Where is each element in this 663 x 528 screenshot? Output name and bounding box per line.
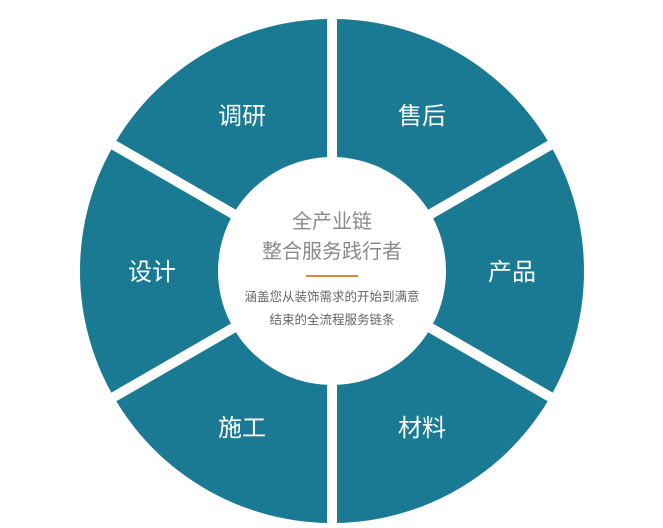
center-title-line2: 整合服务践行者 <box>262 239 402 263</box>
segment-4 <box>79 149 244 393</box>
segment-label: 调研 <box>218 102 266 130</box>
segment-label: 材料 <box>398 414 446 442</box>
segment-label: 产品 <box>488 258 536 286</box>
segment-label: 设计 <box>128 258 176 286</box>
segment-0 <box>336 19 548 217</box>
center-title-line1: 全产业链 <box>292 209 372 233</box>
center-desc-line2: 结束的全流程服务链条 <box>269 312 395 327</box>
orange-divider <box>306 275 358 277</box>
segment-1 <box>420 149 584 393</box>
segment-5 <box>116 19 328 217</box>
segment-2 <box>336 325 548 523</box>
center-desc-line1: 涵盖您从装饰需求的开始到满意 <box>244 289 420 304</box>
segment-label: 售后 <box>398 102 446 130</box>
segment-3 <box>116 325 328 523</box>
segment-label: 施工 <box>218 414 266 442</box>
center-panel: 全产业链 整合服务践行者 涵盖您从装饰需求的开始到满意 结束的全流程服务链条 <box>218 157 446 385</box>
center-circle <box>218 157 446 385</box>
